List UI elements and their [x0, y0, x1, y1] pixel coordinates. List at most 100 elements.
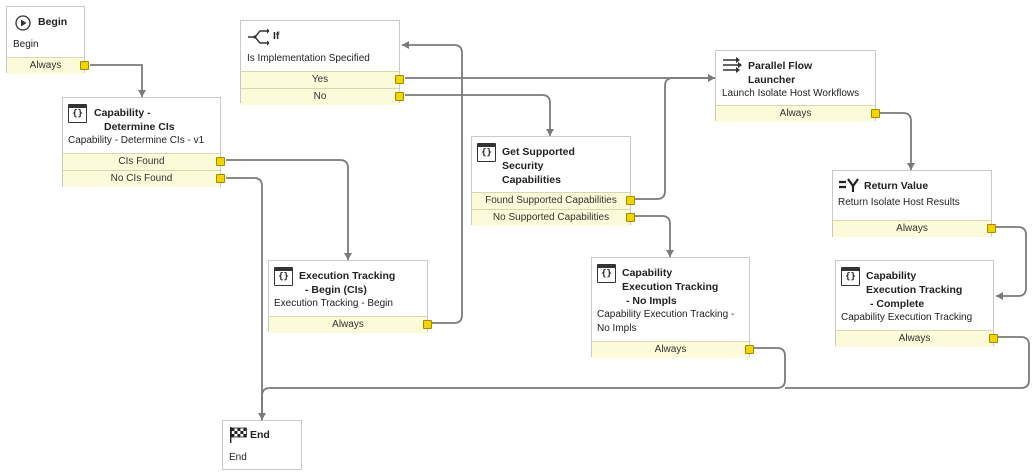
wire-begin-to-capability: [90, 64, 143, 97]
port-connector[interactable]: [745, 345, 754, 354]
node-description: Is Implementation Specified: [247, 53, 370, 64]
node-execution-tracking-begin-cis[interactable]: {} Execution Tracking - Begin (CIs) Exec…: [268, 260, 432, 333]
port-label: Always: [29, 60, 62, 71]
port-label: Always: [779, 108, 812, 119]
node-title: End: [250, 429, 270, 441]
node-title: If: [273, 30, 280, 42]
node-return-value[interactable]: Return Value Return Isolate Host Results…: [832, 170, 996, 237]
node-get-supported-security-capabilities[interactable]: {} Get Supported Security Capabilities F…: [471, 136, 635, 226]
port-label: No CIs Found: [110, 173, 173, 184]
connectors: [90, 44, 1030, 420]
play-circle-icon: [15, 15, 31, 34]
arrowhead: [666, 250, 674, 257]
node-title: Begin: [38, 16, 68, 28]
port-no[interactable]: No: [241, 88, 404, 105]
node-begin[interactable]: Begin Begin Always: [6, 6, 89, 74]
port-always[interactable]: Always: [269, 316, 432, 333]
port-label: Always: [332, 319, 364, 330]
arrowhead: [996, 292, 1003, 300]
title-line: Get Supported: [502, 146, 575, 158]
title-line: Execution Tracking: [866, 284, 963, 296]
port-no-cis-found[interactable]: No CIs Found: [63, 170, 225, 187]
port-connector[interactable]: [987, 224, 996, 233]
port-found-supported-capabilities[interactable]: Found Supported Capabilities: [472, 192, 635, 209]
node-end[interactable]: End End: [222, 420, 302, 470]
node-description: Begin: [13, 39, 39, 50]
port-label: Yes: [311, 74, 329, 85]
node-title: Parallel Flow Launcher: [748, 59, 812, 87]
port-connector[interactable]: [80, 61, 89, 70]
node-title: Get Supported Security Capabilities: [502, 145, 575, 187]
wire-no-supported-to-no-impls: [635, 215, 671, 257]
wire-exec-begin-to-if: [402, 44, 463, 324]
wire-parallel-to-return: [880, 112, 912, 170]
title-line: Security: [502, 160, 544, 172]
node-description: Capability - Determine CIs - v1: [68, 135, 205, 146]
port-always[interactable]: Always: [7, 57, 89, 74]
title-line: - No Impls: [626, 295, 677, 307]
port-yes[interactable]: Yes: [241, 71, 404, 88]
arrowhead: [708, 74, 715, 82]
parallel-arrows-icon: [722, 57, 742, 76]
node-title: Capability Execution Tracking - No Impls: [622, 266, 718, 308]
port-always[interactable]: Always: [592, 341, 754, 358]
port-connector[interactable]: [216, 174, 225, 183]
node-title: Execution Tracking - Begin (CIs): [299, 269, 395, 297]
node-if[interactable]: If Is Implementation Specified Yes No: [240, 20, 404, 105]
title-line: Capabilities: [502, 174, 561, 186]
script-braces-icon: {}: [274, 267, 293, 286]
arrowhead: [138, 90, 146, 97]
script-braces-icon: {}: [477, 143, 496, 162]
description-line: Capability Execution Tracking -: [597, 309, 735, 320]
title-line: Determine CIs: [104, 121, 175, 133]
node-title: Return Value: [864, 180, 929, 192]
node-description: Capability Execution Tracking - No Impls: [597, 308, 734, 336]
port-always[interactable]: Always: [833, 220, 996, 237]
port-always[interactable]: Always: [716, 105, 880, 122]
arrowhead: [402, 41, 409, 49]
port-label: Always: [654, 344, 687, 355]
arrowheads: [138, 41, 1003, 420]
node-parallel-flow-launcher[interactable]: Parallel Flow Launcher Launch Isolate Ho…: [715, 50, 880, 122]
port-label: Always: [898, 333, 931, 344]
port-connector[interactable]: [216, 157, 225, 166]
port-no-supported-capabilities[interactable]: No Supported Capabilities: [472, 209, 635, 226]
port-connector[interactable]: [989, 334, 998, 343]
port-label: Always: [896, 223, 928, 234]
wire-found-supported-to-parallel: [635, 77, 715, 200]
port-connector[interactable]: [626, 196, 635, 205]
port-label: Found Supported Capabilities: [485, 195, 617, 206]
port-connector[interactable]: [423, 320, 432, 329]
wire-complete-to-end: [785, 336, 1030, 389]
title-line: - Complete: [870, 298, 925, 310]
node-description: Execution Tracking - Begin: [274, 298, 393, 309]
arrowhead: [907, 163, 915, 170]
title-line: Execution Tracking: [622, 281, 719, 293]
return-value-icon: [838, 177, 860, 196]
script-braces-icon: {}: [841, 267, 860, 286]
port-always[interactable]: Always: [836, 330, 998, 347]
arrowhead: [344, 253, 352, 260]
node-capability-execution-tracking-no-impls[interactable]: {} Capability Execution Tracking - No Im…: [591, 257, 754, 358]
port-connector[interactable]: [871, 109, 880, 118]
node-capability-execution-tracking-complete[interactable]: {} Capability Execution Tracking - Compl…: [835, 260, 998, 347]
title-line: - Begin (CIs): [305, 284, 367, 296]
wire-no-to-get-supported: [405, 94, 551, 136]
port-connector[interactable]: [626, 213, 635, 222]
port-connector[interactable]: [395, 75, 404, 84]
port-label: No: [313, 91, 327, 102]
script-braces-icon: {}: [68, 104, 87, 123]
arrowhead: [546, 129, 554, 136]
port-cis-found[interactable]: CIs Found: [63, 153, 225, 170]
node-title: Capability Execution Tracking - Complete: [866, 269, 962, 311]
title-line: Launcher: [748, 74, 796, 86]
title-line: Parallel Flow: [748, 60, 813, 72]
port-connector[interactable]: [395, 92, 404, 101]
title-line: Capability: [866, 270, 917, 282]
script-braces-icon: {}: [597, 264, 616, 283]
node-capability-determine-cis[interactable]: {} Capability - Determine CIs Capability…: [62, 97, 225, 187]
title-line: Capability: [622, 267, 673, 279]
title-line: Execution Tracking: [299, 270, 396, 282]
node-description: Return Isolate Host Results: [838, 197, 960, 208]
